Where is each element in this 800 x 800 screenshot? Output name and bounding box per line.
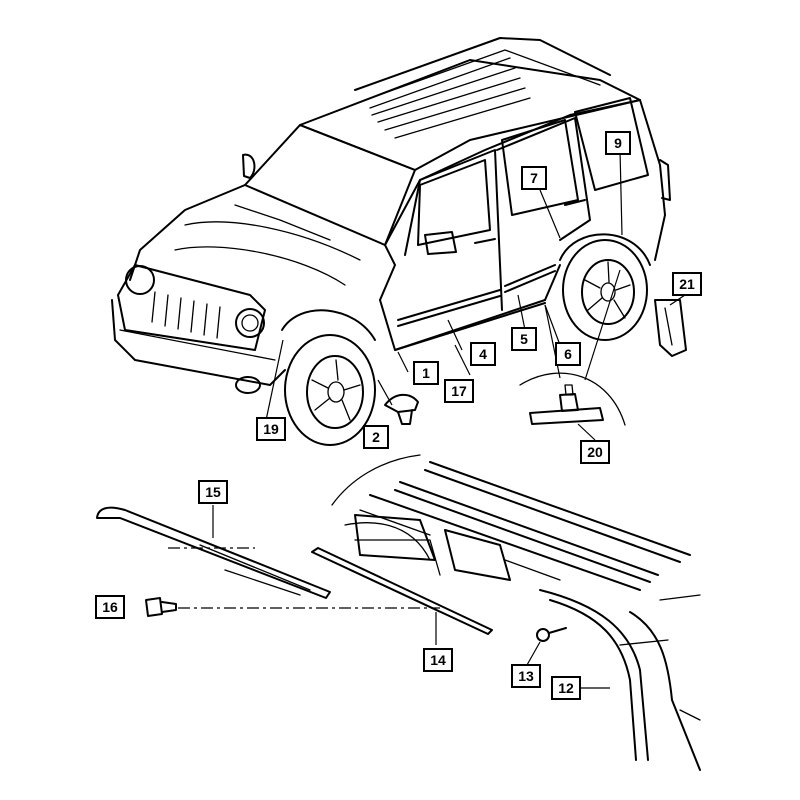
svg-text:16: 16 [102, 599, 118, 615]
callout-7: 7 [521, 166, 547, 190]
callout-16: 16 [95, 595, 125, 619]
callout-19: 19 [256, 417, 286, 441]
svg-text:14: 14 [430, 652, 446, 668]
svg-text:9: 9 [614, 135, 622, 151]
svg-text:21: 21 [679, 276, 695, 292]
callout-15: 15 [198, 480, 228, 504]
svg-text:2: 2 [372, 429, 380, 445]
svg-text:6: 6 [564, 346, 572, 362]
svg-text:4: 4 [479, 346, 487, 362]
roof-detail-illustration [96, 454, 701, 771]
callout-4: 4 [470, 342, 496, 366]
callout-9: 9 [605, 131, 631, 155]
mud-flap-part-21 [654, 299, 687, 357]
svg-text:13: 13 [518, 668, 534, 684]
callout-20: 20 [580, 440, 610, 464]
svg-text:20: 20 [587, 444, 603, 460]
callout-1: 1 [413, 361, 439, 385]
flare-part-2 [384, 393, 419, 425]
svg-text:5: 5 [520, 331, 528, 347]
svg-text:1: 1 [422, 365, 430, 381]
callout-17: 17 [444, 379, 474, 403]
svg-text:15: 15 [205, 484, 221, 500]
callout-13: 13 [511, 664, 541, 688]
screw-part-13 [536, 627, 567, 642]
bolt-part-16 [145, 597, 177, 617]
svg-text:17: 17 [451, 383, 467, 399]
clip-part-20 [529, 384, 604, 425]
svg-text:19: 19 [263, 421, 279, 437]
svg-text:12: 12 [558, 680, 574, 696]
vehicle-illustration [111, 37, 687, 446]
callout-2: 2 [363, 425, 389, 449]
callout-14: 14 [423, 648, 453, 672]
callout-6: 6 [555, 342, 581, 366]
svg-text:7: 7 [530, 170, 538, 186]
callout-21: 21 [672, 272, 702, 296]
callout-12: 12 [551, 676, 581, 700]
callout-5: 5 [511, 327, 537, 351]
